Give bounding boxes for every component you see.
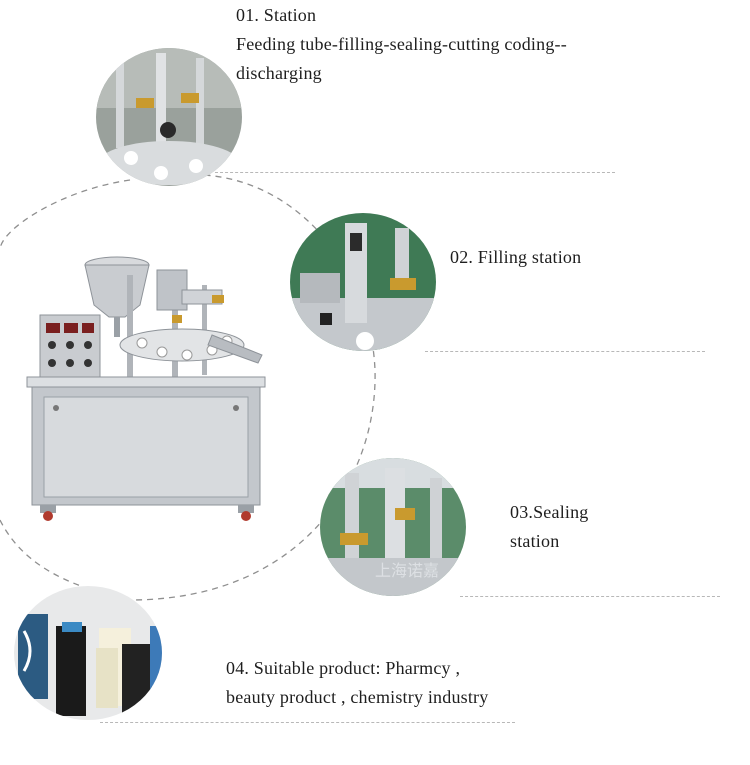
station-1-title: 01. Station xyxy=(236,5,317,25)
leader-line-1 xyxy=(215,172,615,173)
station-3-title: 03.Sealing xyxy=(510,502,589,522)
station-1-description-line-1: Feeding tube-filling-sealing-cutting cod… xyxy=(236,34,567,54)
leader-line-4 xyxy=(100,722,515,723)
leader-line-3 xyxy=(460,596,720,597)
station-4-title: 04. Suitable product: Pharmcy , xyxy=(226,658,461,678)
watermark-text: 上海诺嘉 xyxy=(375,561,439,580)
station-overview-photo xyxy=(96,48,242,186)
product-tubes-photo xyxy=(14,586,162,720)
sealing-station-photo: 上海诺嘉 xyxy=(320,458,466,596)
leader-line-2 xyxy=(425,351,705,352)
station-4-description: beauty product , chemistry industry xyxy=(226,687,489,707)
tube-filling-machine-image xyxy=(26,256,266,521)
station-2-title: 02. Filling station xyxy=(450,247,582,267)
station-3-title-line-2: station xyxy=(510,531,560,551)
station-1-description-line-2: discharging xyxy=(236,63,322,83)
filling-station-photo xyxy=(290,213,436,351)
